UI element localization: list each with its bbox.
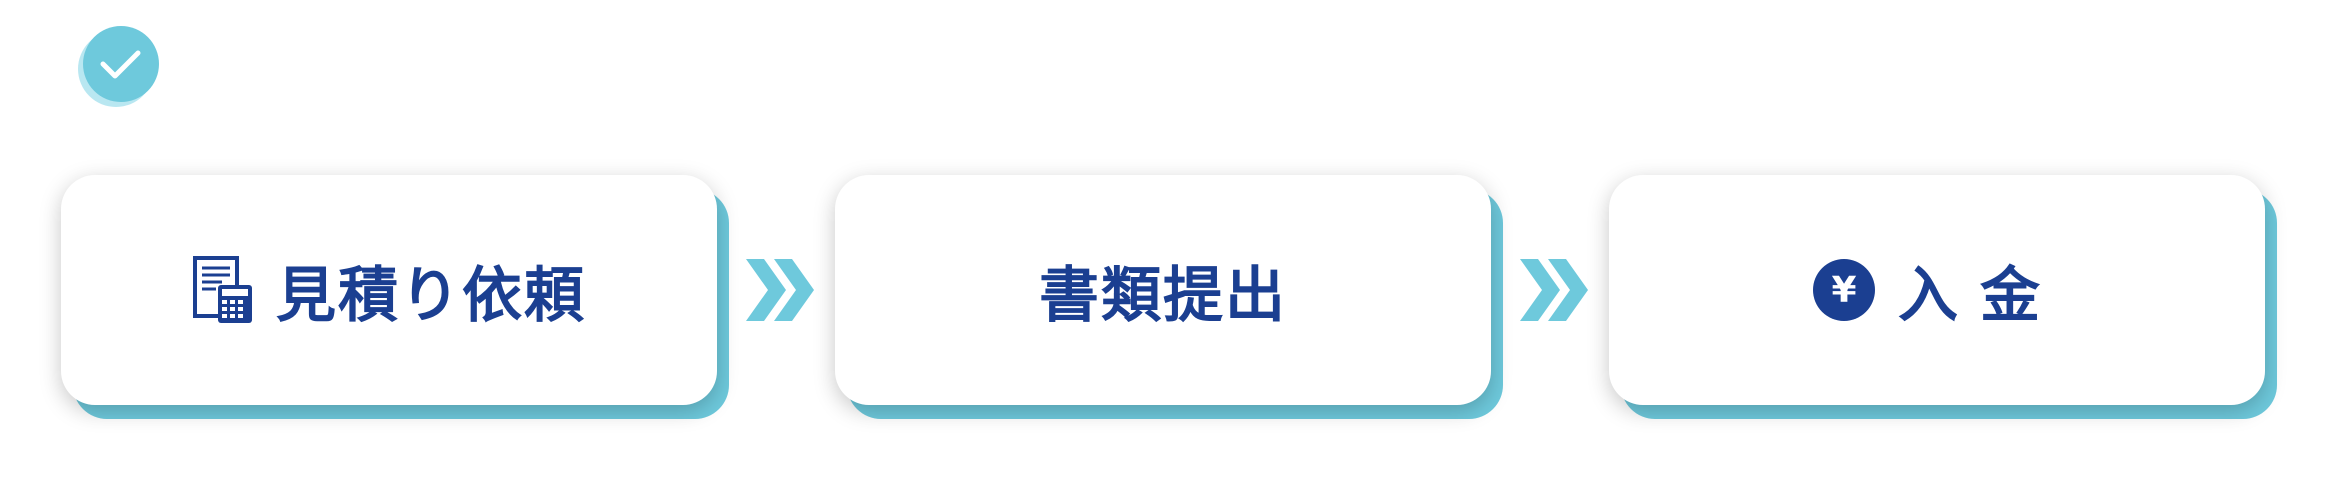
step-estimate-request: 見積り依頼: [61, 175, 729, 419]
yen-symbol: ¥: [1831, 270, 1856, 311]
step-label: 見積り依頼: [276, 260, 586, 331]
check-circle-icon: [78, 26, 159, 107]
chevron-right-double-icon: [746, 259, 814, 321]
step-card: ¥ 入金: [1609, 175, 2265, 405]
step-card: 見積り依頼: [61, 175, 717, 405]
calculator-document-icon: [193, 256, 252, 323]
step-payment: ¥ 入金: [1609, 175, 2277, 419]
step-label: 入金: [1898, 260, 2062, 331]
step-document-submission: 書類提出: [835, 175, 1503, 419]
step-label: 書類提出: [1039, 260, 1287, 331]
step-card: 書類提出: [835, 175, 1491, 405]
chevron-right-double-icon: [1520, 259, 1588, 321]
yen-coin-icon: ¥: [1813, 259, 1875, 321]
